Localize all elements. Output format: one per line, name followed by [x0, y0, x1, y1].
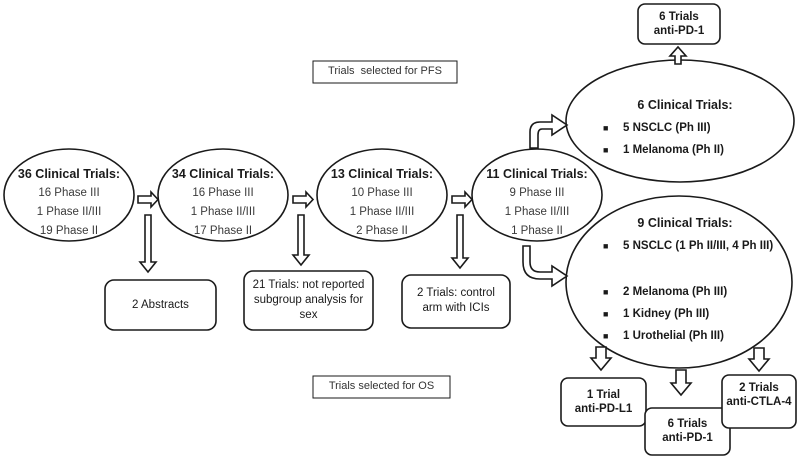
- pfs-antipd1-line-2: anti-PD-1: [653, 25, 705, 37]
- os-antictla4-line-1: 2 Trials: [739, 382, 779, 394]
- os-antipdl1-box: [560, 377, 647, 427]
- arrow-down-1: [138, 214, 158, 274]
- node-36-line-1: 16 Phase III: [38, 187, 100, 199]
- os-bullet-2-text: 2 Melanoma (Ph III): [623, 286, 728, 298]
- os-bullet-1-text: 5 NSCLC (1 Ph II/III, 4 Ph III): [623, 240, 774, 252]
- bullet-icon: ■: [603, 241, 609, 251]
- pfs-label-box: [312, 60, 458, 84]
- os-bullet-3: ■ 1 Kidney (Ph III): [603, 306, 773, 322]
- node-36-title: 36 Clinical Trials:: [17, 167, 121, 181]
- node-34-line-2: 1 Phase II/III: [190, 206, 256, 218]
- node-34-title: 34 Clinical Trials:: [171, 167, 275, 181]
- arrow-right-1: [137, 189, 160, 210]
- os-antipdl1-line-2: anti-PD-L1: [574, 403, 633, 415]
- os-antictla4-line-2: anti-CTLA-4: [726, 396, 792, 408]
- node-13-ellipse: [316, 148, 448, 242]
- pfs-section-label: Trials selected for PFS: [328, 65, 442, 77]
- abstracts-box: [104, 279, 217, 331]
- node-36-line-3: 19 Phase II: [39, 225, 99, 237]
- os-bullet-1: ■ 5 NSCLC (1 Ph II/III, 4 Ph III): [603, 238, 778, 254]
- os-antipd1-box: [644, 407, 731, 456]
- os-label-box: [312, 375, 451, 399]
- os-antictla4-text: 2 Trials anti-CTLA-4: [726, 381, 792, 409]
- subgroup-text: 21 Trials: not reported subgroup analysi…: [252, 279, 365, 321]
- control-text: 2 Trials: control arm with ICIs: [417, 287, 495, 314]
- node-13-line-3: 2 Phase II: [356, 225, 408, 237]
- os-group-ellipse: [565, 195, 793, 369]
- abstracts-text: 2 Abstracts: [132, 299, 189, 311]
- node-11-title: 11 Clinical Trials:: [486, 167, 588, 181]
- bullet-icon: ■: [603, 145, 609, 155]
- node-34-line-1: 16 Phase III: [192, 187, 254, 199]
- node-13-line-1: 10 Phase III: [351, 187, 413, 199]
- arrow-curve-down: [522, 245, 569, 288]
- control-box: [401, 274, 511, 329]
- os-bullet-4-text: 1 Urothelial (Ph III): [623, 330, 724, 342]
- os-bullet-3-text: 1 Kidney (Ph III): [623, 308, 710, 320]
- node-11: 11 Clinical Trials: 9 Phase III 1 Phase …: [477, 165, 597, 241]
- arrow-right-2: [292, 189, 315, 210]
- pfs-bullet-2-text: 1 Melanoma (Ph II): [623, 144, 724, 156]
- os-antipd1-line-2: anti-PD-1: [662, 432, 713, 444]
- os-section-label: Trials selected for OS: [328, 380, 435, 392]
- arrow-up-pfs: [668, 45, 688, 65]
- arrow-down-2: [291, 214, 311, 267]
- node-36-line-2: 1 Phase II/III: [36, 206, 102, 218]
- bullet-icon: ■: [603, 287, 609, 297]
- node-36: 36 Clinical Trials: 16 Phase III 1 Phase…: [9, 165, 129, 241]
- pfs-group-title: 6 Clinical Trials:: [637, 98, 733, 112]
- bullet-icon: ■: [603, 123, 609, 133]
- pfs-bullet-1: ■ 5 NSCLC (Ph III): [603, 120, 773, 136]
- arrow-down-3: [450, 214, 470, 270]
- pfs-antipd1-box: [637, 3, 721, 45]
- pfs-antipd1-text: 6 Trials anti-PD-1: [640, 10, 718, 38]
- os-bullet-2: ■ 2 Melanoma (Ph III): [603, 284, 773, 300]
- bullet-icon: ■: [603, 309, 609, 319]
- node-11-line-3: 1 Phase II: [511, 225, 563, 237]
- os-antipdl1-line-1: 1 Trial: [586, 389, 621, 401]
- node-34-line-3: 17 Phase II: [193, 225, 253, 237]
- os-antipd1-text: 6 Trials anti-PD-1: [647, 417, 728, 445]
- node-11-line-1: 9 Phase III: [509, 187, 565, 199]
- bullet-icon: ■: [603, 331, 609, 341]
- node-34: 34 Clinical Trials: 16 Phase III 1 Phase…: [163, 165, 283, 241]
- arrow-curve-up: [529, 113, 569, 149]
- arrow-right-3: [451, 189, 474, 210]
- node-13-title: 13 Clinical Trials:: [330, 167, 434, 181]
- os-antictla4-box: [721, 374, 797, 429]
- node-13: 13 Clinical Trials: 10 Phase III 1 Phase…: [322, 165, 442, 241]
- os-antipd1-line-1: 6 Trials: [667, 418, 708, 430]
- pfs-antipd1-line-1: 6 Trials: [659, 11, 699, 23]
- subgroup-box: [243, 270, 374, 331]
- pfs-bullet-1-text: 5 NSCLC (Ph III): [623, 122, 711, 134]
- arrow-down-os-1: [589, 346, 613, 372]
- os-antipdl1-text: 1 Trial anti-PD-L1: [563, 388, 644, 416]
- os-group-title: 9 Clinical Trials:: [637, 216, 733, 230]
- os-bullet-4: ■ 1 Urothelial (Ph III): [603, 328, 773, 344]
- arrow-down-os-3: [747, 347, 771, 373]
- node-36-ellipse: [3, 148, 135, 242]
- pfs-bullet-2: ■ 1 Melanoma (Ph II): [603, 142, 773, 158]
- node-13-line-2: 1 Phase II/III: [349, 206, 415, 218]
- node-34-ellipse: [157, 148, 289, 242]
- arrow-down-os-2: [669, 369, 693, 397]
- node-11-line-2: 1 Phase II/III: [504, 206, 570, 218]
- node-11-ellipse: [471, 148, 603, 242]
